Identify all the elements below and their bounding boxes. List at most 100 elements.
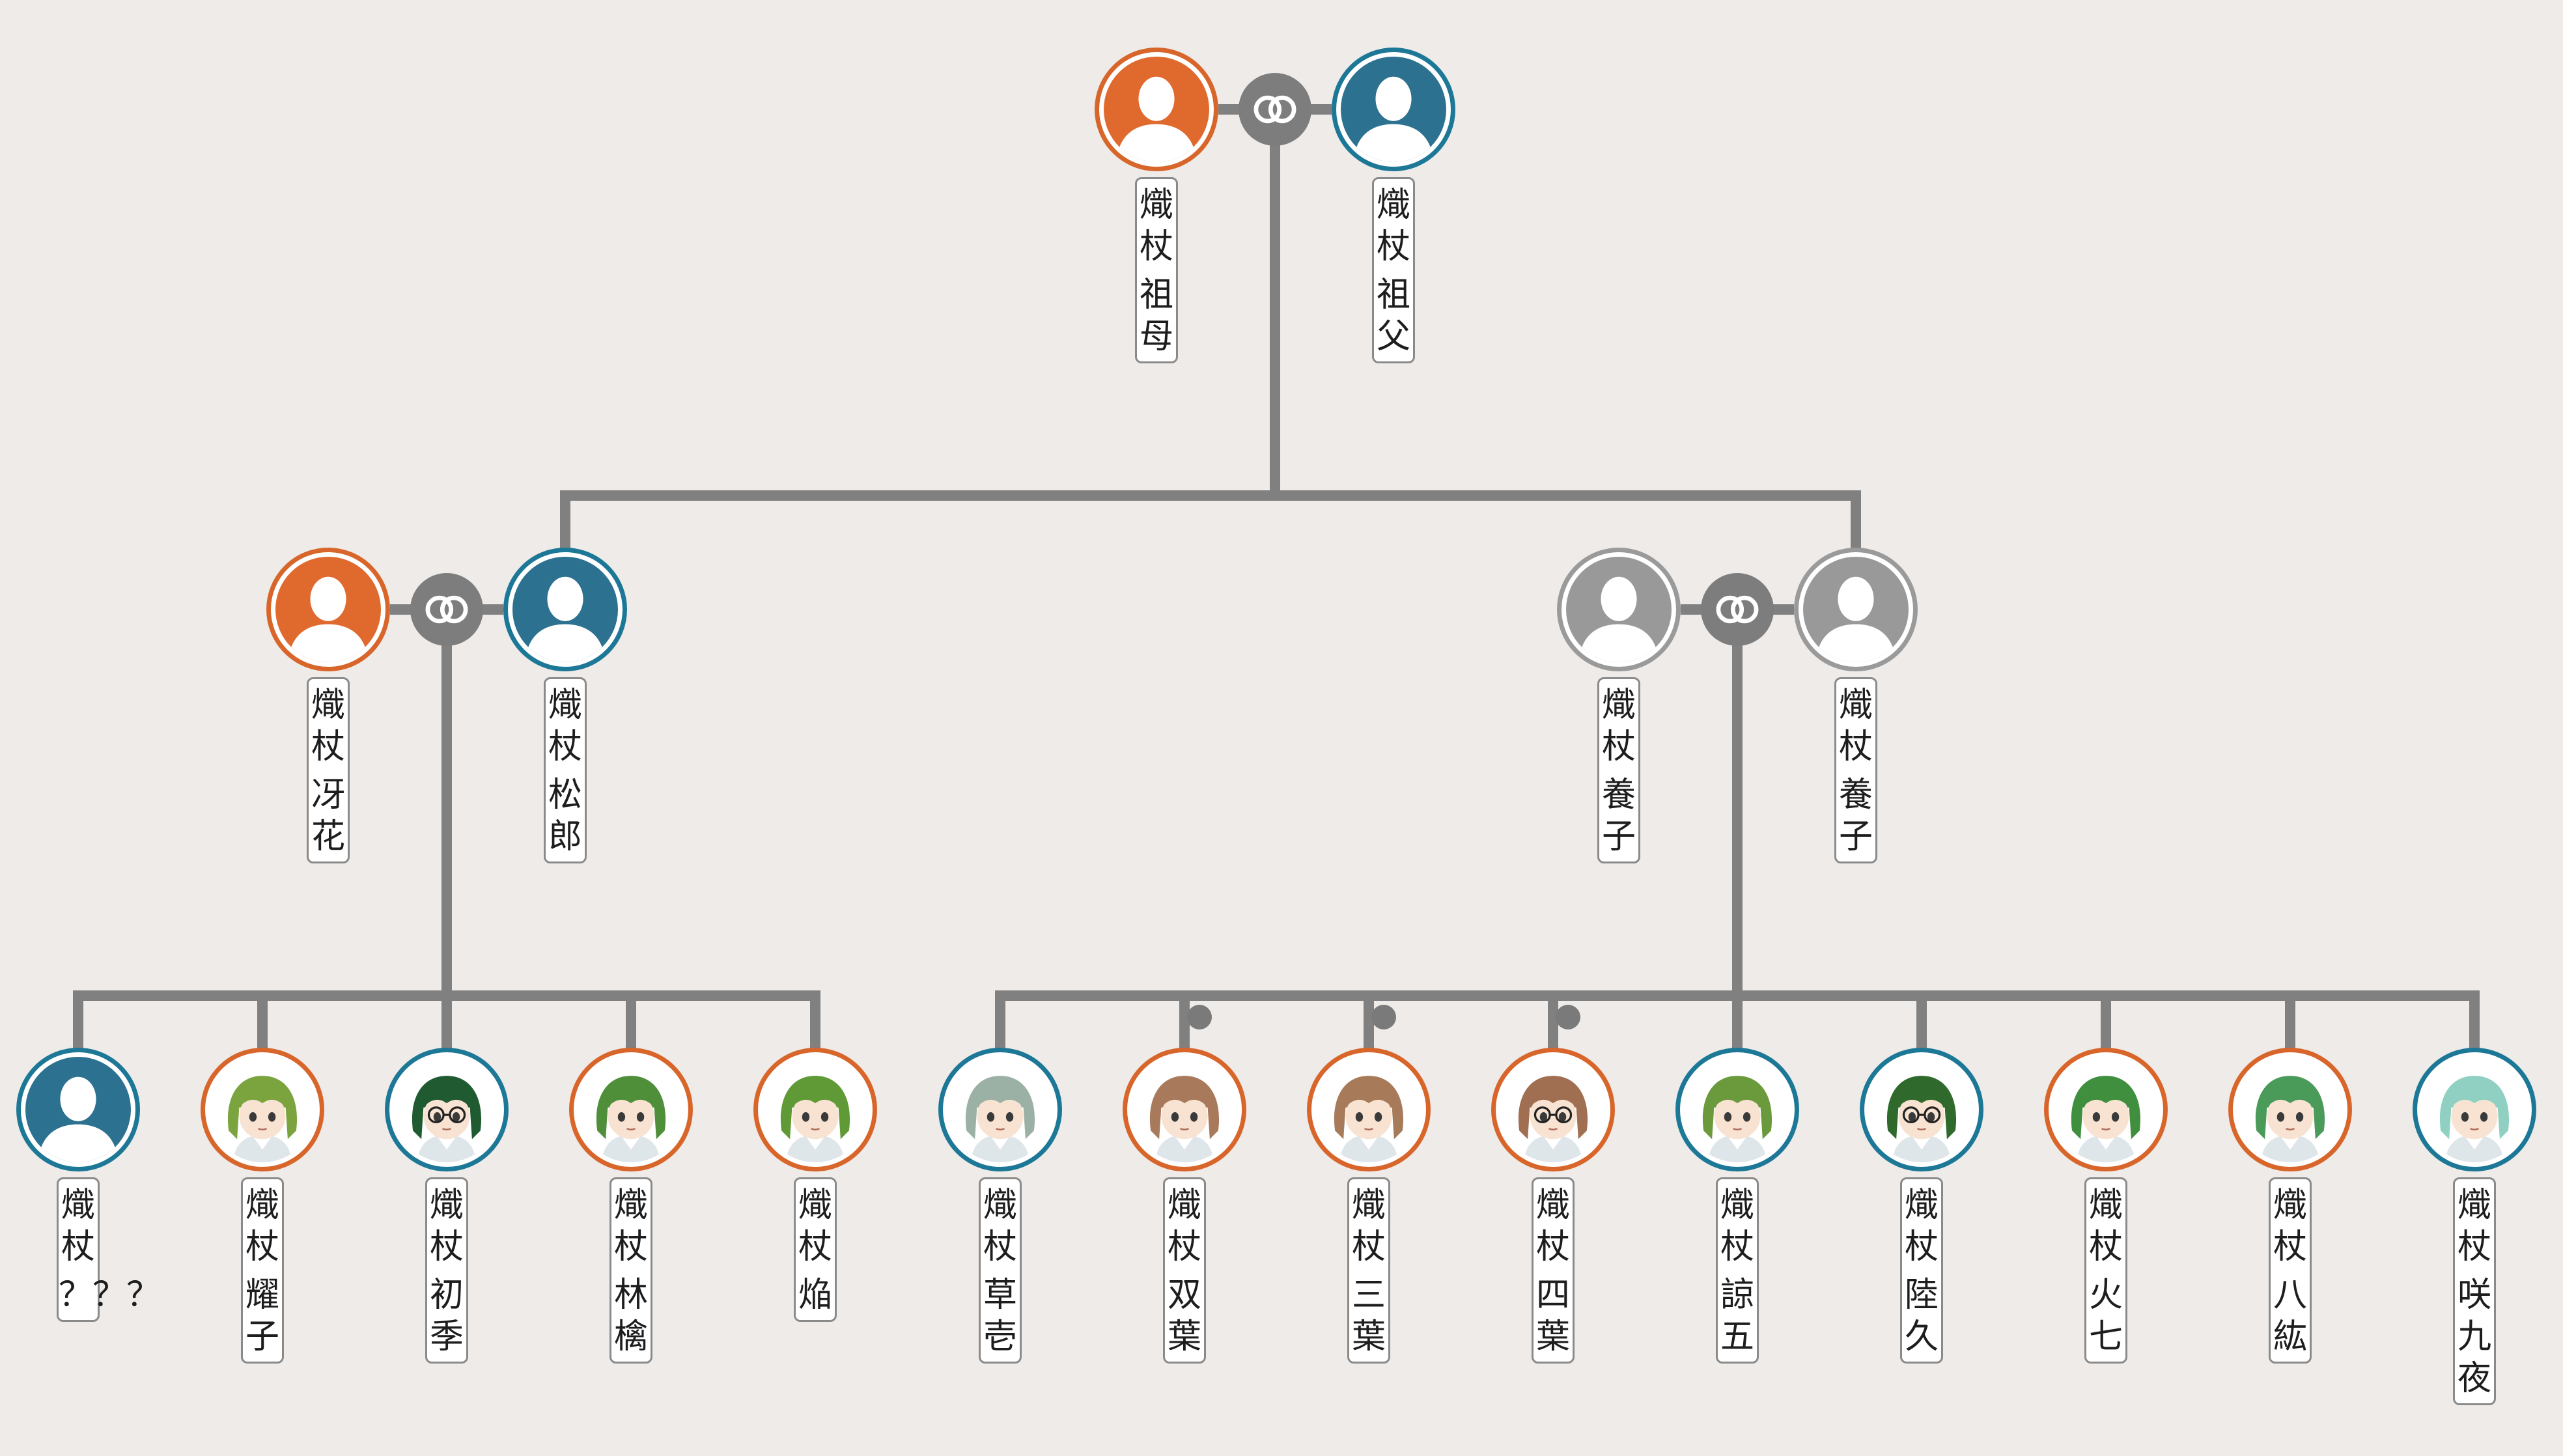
surname: 熾杖 [1838,686,1873,766]
surname: 熾杖 [429,1186,464,1267]
name-label: 熾杖 諒五 [1716,1177,1759,1364]
name-label: 熾杖 祖母 [1135,177,1178,363]
marriage-rings-icon[interactable] [1701,573,1774,646]
name-label: 熾杖 三葉 [1347,1177,1390,1364]
surname: 熾杖 [2088,1186,2123,1267]
person-silhouette-icon [525,576,606,662]
name-label: 熾杖 咲九夜 [2453,1177,2496,1405]
avatar[interactable] [2044,1048,2168,1171]
avatar[interactable] [1307,1048,1431,1171]
surname: 熾杖 [798,1186,832,1267]
character-portrait-icon [1869,1057,1974,1162]
given-name: 咲九夜 [2457,1276,2491,1398]
given-name: 林檎 [613,1276,648,1356]
given-name: 四葉 [1535,1276,1570,1356]
marriage-rings-icon[interactable] [410,573,483,646]
interlocking-rings-icon [1703,576,1771,643]
given-name: 陸久 [1904,1276,1939,1356]
avatar[interactable] [1860,1048,1983,1171]
name-label: 熾杖 草壱 [979,1177,1022,1364]
avatar[interactable] [1557,548,1681,671]
avatar[interactable] [1794,548,1918,671]
surname: 熾杖 [548,686,582,766]
character-portrait-icon [2422,1057,2527,1162]
character-portrait-icon [1132,1057,1237,1162]
surname: 熾杖 [1904,1186,1939,1267]
name-label: 熾杖 松郎 [544,677,587,863]
given-name: 耀子 [245,1276,279,1356]
given-name: 火七 [2088,1276,2123,1356]
name-label: 熾杖 焔 [794,1177,837,1322]
given-name: 八紘 [2273,1276,2307,1356]
avatar[interactable] [1332,48,1455,171]
person-silhouette-icon [1116,76,1197,162]
name-label: 熾杖 林檎 [609,1177,652,1364]
person-silhouette-icon [1578,576,1659,662]
character-portrait-icon [210,1057,315,1162]
avatar[interactable] [1675,1048,1799,1171]
name-label: 熾杖 双葉 [1163,1177,1206,1364]
person-silhouette-icon [1353,76,1434,162]
avatar[interactable] [201,1048,324,1171]
surname: 熾杖 [2457,1186,2491,1267]
given-name: 松郎 [548,776,582,856]
avatar[interactable] [2228,1048,2352,1171]
marriage-rings-icon[interactable] [1239,73,1311,146]
name-label: 熾杖 八紘 [2269,1177,2312,1364]
name-label: 熾杖 祖父 [1372,177,1415,363]
avatar[interactable] [266,548,390,671]
avatar[interactable] [1095,48,1218,171]
given-name: 祖父 [1376,275,1410,356]
sibling-link-dot-icon [1371,1005,1396,1029]
surname: 熾杖 [1376,186,1410,266]
surname: 熾杖 [61,1186,95,1267]
avatar[interactable] [753,1048,877,1171]
given-name: 養子 [1838,776,1873,856]
name-label: 熾杖 火七 [2084,1177,2127,1364]
surname: 熾杖 [1167,1186,1201,1267]
character-portrait-icon [394,1057,499,1162]
surname: 熾杖 [245,1186,279,1267]
character-portrait-icon [1500,1057,1606,1162]
surname: 熾杖 [613,1186,648,1267]
surname: 熾杖 [2273,1186,2307,1267]
sibling-link-dot-icon [1556,1005,1580,1029]
name-label: 熾杖 陸久 [1900,1177,1943,1364]
avatar[interactable] [503,548,627,671]
avatar[interactable] [1491,1048,1615,1171]
avatar[interactable] [385,1048,509,1171]
given-name: 双葉 [1167,1276,1201,1356]
given-name: 三葉 [1351,1276,1386,1356]
character-portrait-icon [947,1057,1053,1162]
given-name: 初季 [429,1276,464,1356]
name-label: 熾杖 ？？？ [57,1177,160,1322]
given-name: 冴花 [311,776,345,856]
name-label: 熾杖 四葉 [1532,1177,1575,1364]
avatar[interactable] [2413,1048,2536,1171]
given-name: 草壱 [983,1276,1017,1356]
avatar[interactable] [938,1048,1062,1171]
surname: 熾杖 [1139,186,1173,266]
surname: 熾杖 [311,686,345,766]
interlocking-rings-icon [1241,76,1309,143]
character-portrait-icon [578,1057,684,1162]
character-portrait-icon [2237,1057,2343,1162]
given-name: 焔 [798,1276,832,1315]
avatar[interactable] [1123,1048,1246,1171]
character-portrait-icon [763,1057,868,1162]
surname: 熾杖 [1720,1186,1754,1267]
surname: 熾杖 [1351,1186,1386,1267]
surname: 熾杖 [983,1186,1017,1267]
character-portrait-icon [1316,1057,1422,1162]
sibling-link-dot-icon [1187,1005,1212,1029]
avatar[interactable] [16,1048,140,1171]
surname: 熾杖 [1535,1186,1570,1267]
given-name: 諒五 [1720,1276,1754,1356]
given-name: 祖母 [1139,275,1173,356]
person-silhouette-icon [1815,576,1896,662]
avatar[interactable] [569,1048,693,1171]
person-silhouette-icon [38,1076,119,1162]
name-label: 熾杖 初季 [425,1177,468,1364]
given-name: 養子 [1601,776,1636,856]
